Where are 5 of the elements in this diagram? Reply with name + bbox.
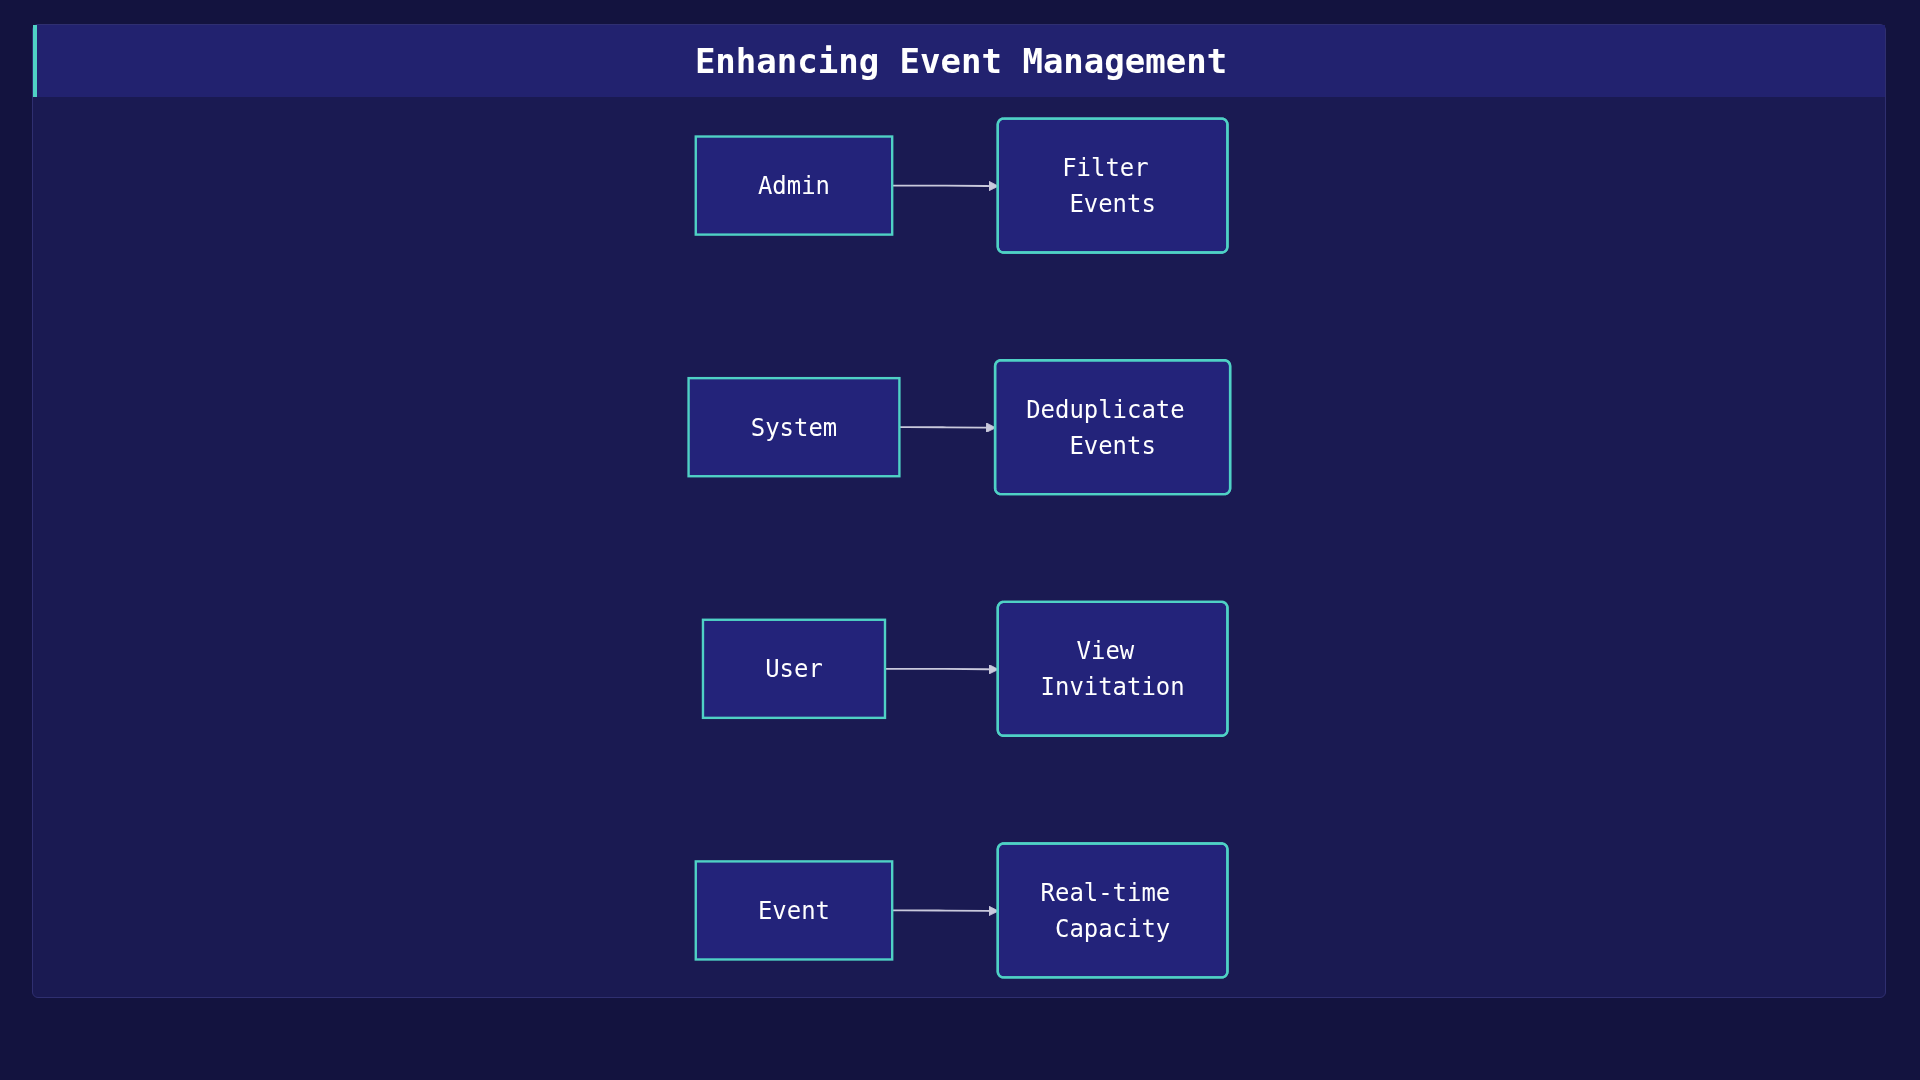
node-box: User (701, 618, 886, 720)
diagram-title: Enhancing Event Management (694, 41, 1228, 81)
node-box: System (687, 376, 901, 478)
node-box: Event (694, 860, 894, 961)
node-box: Admin (694, 135, 894, 236)
